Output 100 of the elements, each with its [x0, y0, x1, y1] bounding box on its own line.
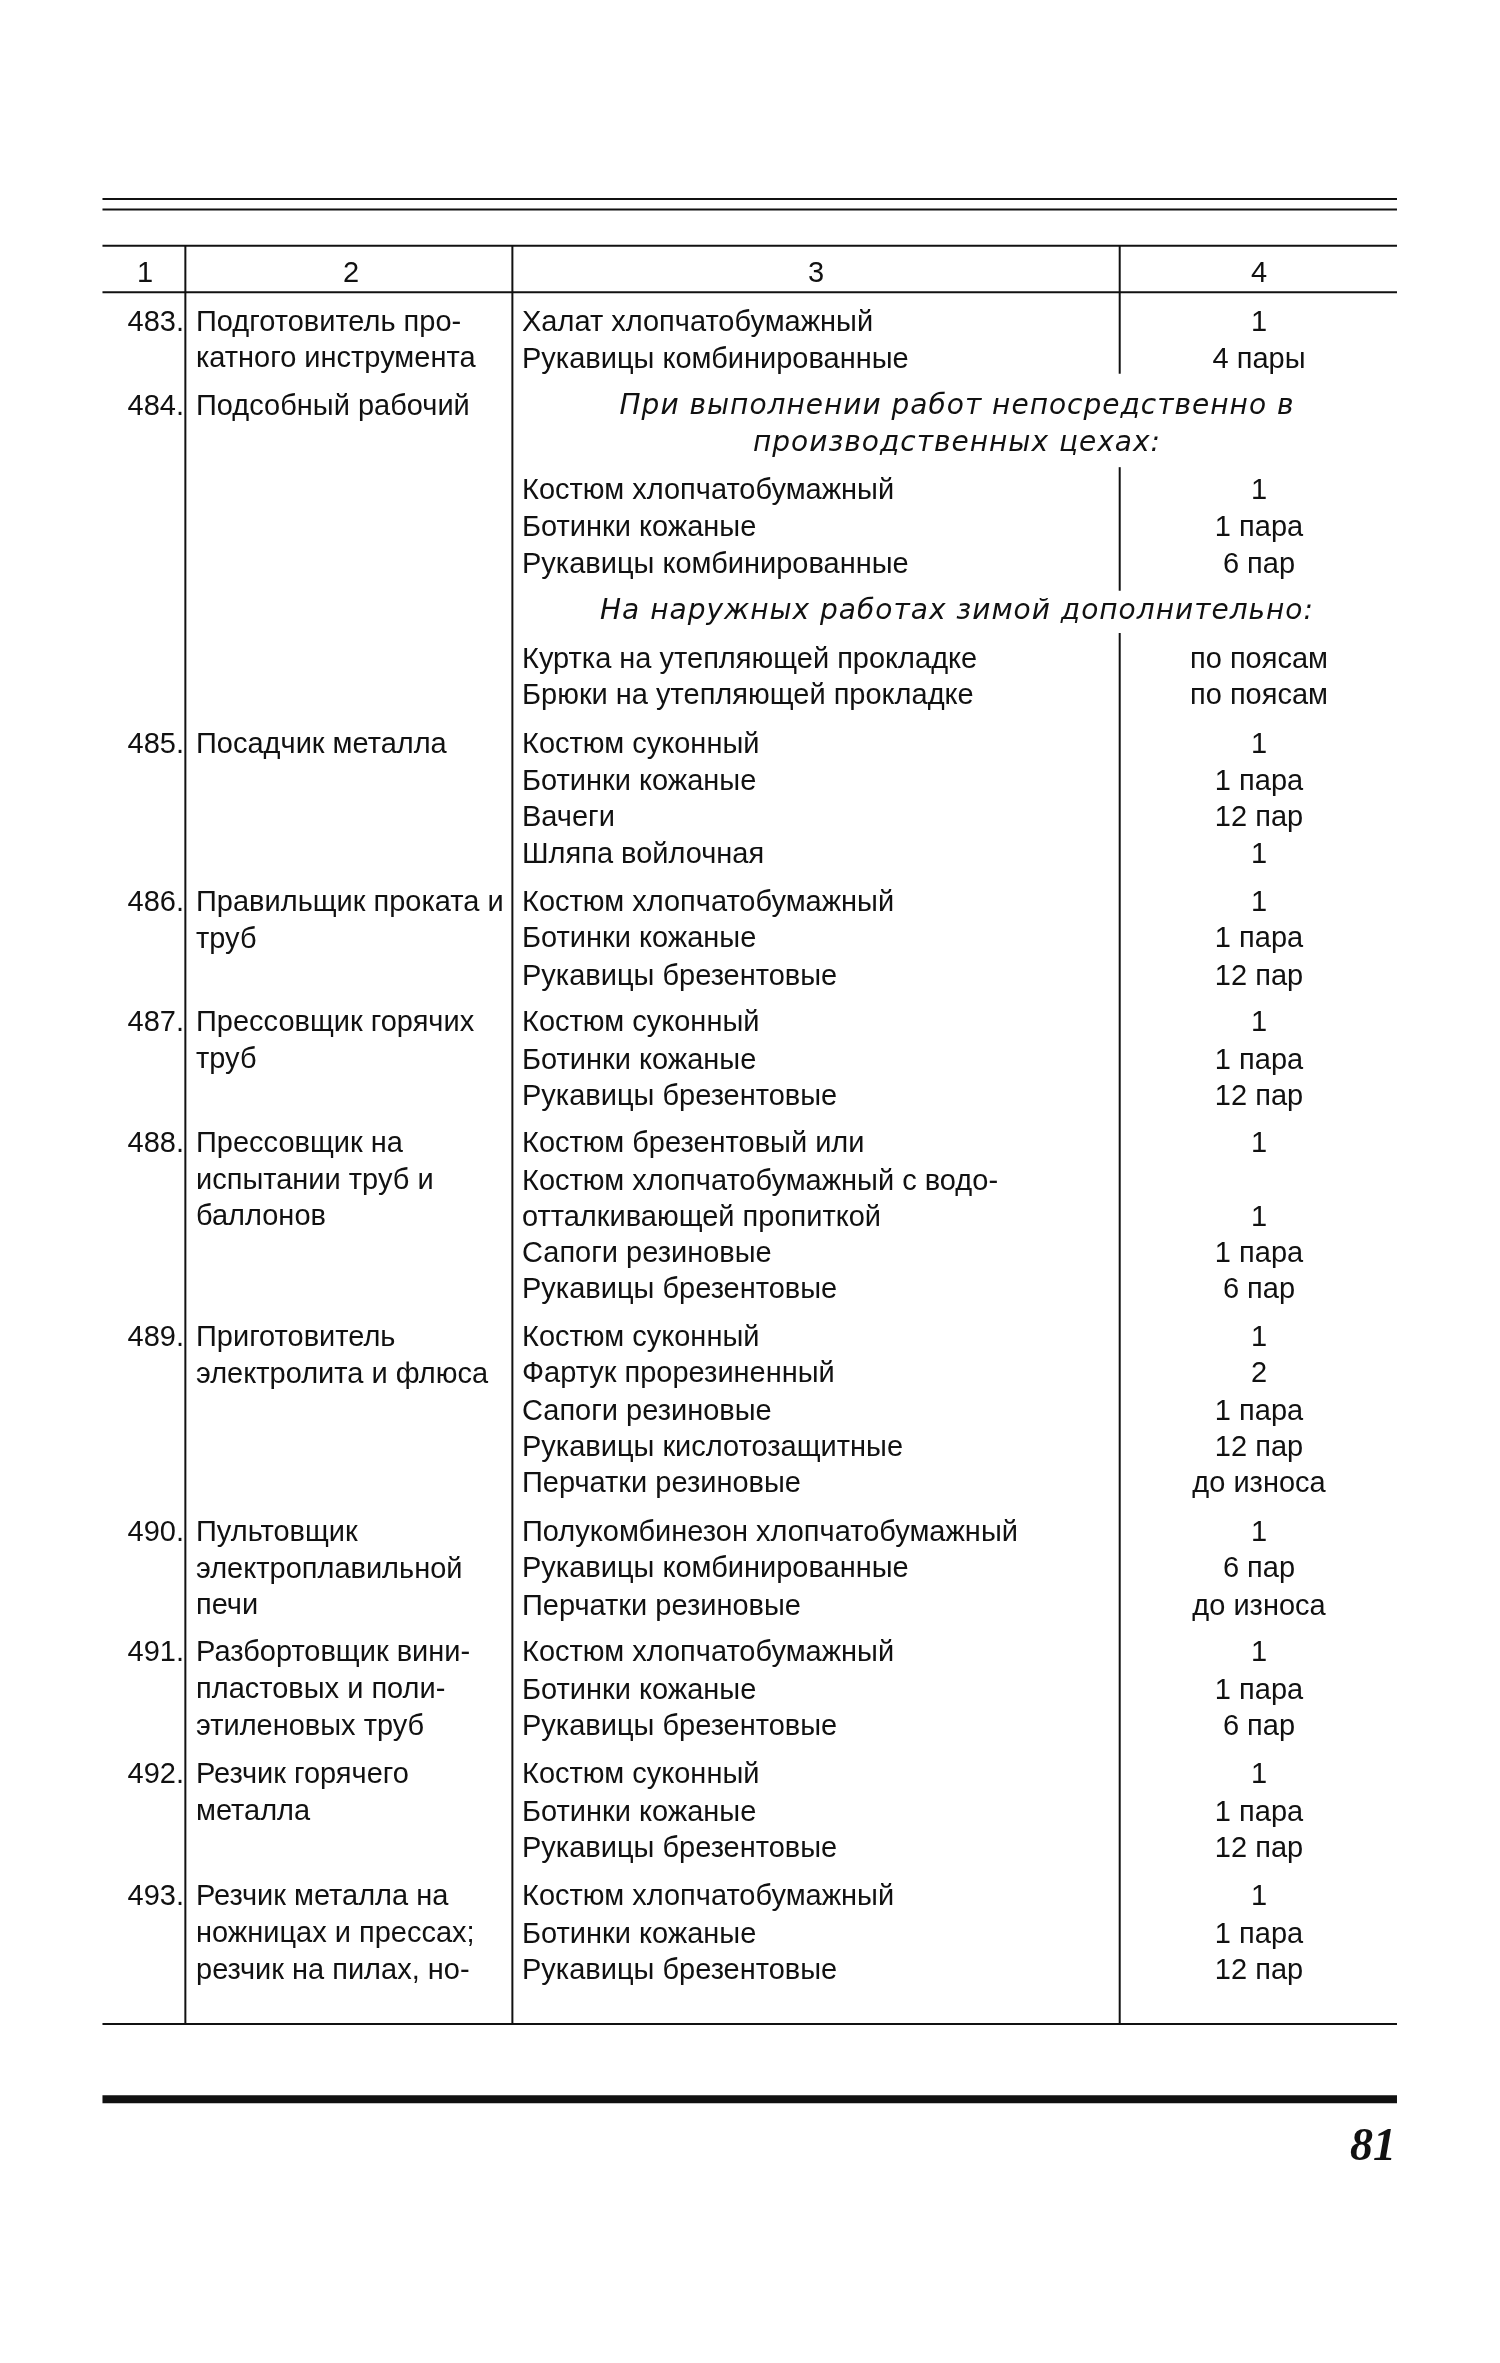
row-number: 493.: [126, 1878, 184, 1914]
item-name: Шляпа войлочная: [522, 835, 766, 871]
column-header: 4: [1249, 255, 1269, 291]
job-title: Подготовитель про- катного инструмента: [196, 303, 477, 376]
quantity: 1: [1249, 472, 1269, 508]
row-number: 483.: [126, 303, 184, 339]
item-name: Рукавицы комбинированные: [522, 546, 910, 582]
item-name: Костюм хлопчатобумажный с водо- отталкивающей пропиткой: [522, 1162, 1000, 1235]
item-name: Рукавицы комбинированные: [522, 1549, 910, 1585]
page-number: 81: [1349, 2120, 1396, 2170]
quantity: 1: [1249, 1513, 1269, 1549]
item-name: Рукавицы брезентовые: [522, 957, 839, 993]
quantity: 6 пар: [1221, 546, 1297, 582]
quantity: 1: [1249, 725, 1269, 761]
item-name: Брюки на утепляющей прокладке: [522, 677, 975, 713]
quantity: 12 пар: [1213, 799, 1305, 835]
item-name: Сапоги резиновые: [522, 1393, 773, 1429]
quantity: до износа: [1191, 1465, 1327, 1501]
item-name: Рукавицы брезентовые: [522, 1078, 839, 1114]
item-name: Ботинки кожаные: [522, 1042, 758, 1077]
quantity: 6 пар: [1221, 1549, 1297, 1585]
job-title: Прессовщик горячих труб: [196, 1004, 476, 1077]
item-name: Халат хлопчатобумажный: [522, 303, 875, 339]
row-number: 490.: [126, 1513, 184, 1549]
item-name: Костюм хлопчатобумажный: [522, 472, 896, 508]
item-name: Рукавицы брезентовые: [522, 1952, 839, 1988]
quantity: 1: [1249, 1198, 1269, 1234]
section-note: При выполнении работ непосредственно в производственных цехах:: [618, 386, 1296, 460]
column-header: 1: [135, 255, 155, 291]
item-name: Ботинки кожаные: [522, 763, 758, 799]
section-note: На наружных работах зимой дополнительно:: [599, 591, 1315, 628]
quantity: 1 пара: [1213, 919, 1305, 955]
item-name: Куртка на утепляющей прокладке: [522, 641, 979, 677]
job-title: Резчик горячего металла: [196, 1756, 410, 1829]
job-title: Пультовщик электроплавильной печи: [196, 1513, 464, 1623]
quantity: 1 пара: [1213, 1393, 1305, 1429]
job-title: Посадчик металла: [196, 725, 448, 761]
quantity: 12 пар: [1213, 1429, 1305, 1465]
quantity: 1: [1249, 883, 1269, 919]
item-name: Костюм суконный: [522, 725, 761, 761]
quantity: 2: [1249, 1355, 1269, 1391]
quantity: 1 пара: [1213, 1916, 1305, 1952]
item-name: Костюм суконный: [522, 1319, 761, 1355]
item-name: Ботинки кожаные: [522, 508, 758, 544]
item-name: Фартук прорезиненный: [522, 1355, 836, 1391]
quantity: 1: [1249, 1634, 1269, 1670]
row-number: 487.: [126, 1004, 184, 1040]
quantity: 1: [1249, 303, 1269, 339]
item-name: Костюм суконный: [522, 1004, 761, 1040]
job-title: Резчик металла на ножницах и прессах; резчик на пилах, но-: [196, 1878, 476, 1987]
job-title: Правильщик проката и труб: [196, 883, 505, 956]
quantity: по поясам: [1189, 641, 1329, 677]
quantity: 12 пар: [1213, 1830, 1305, 1866]
item-name: Рукавицы кислотозащитные: [522, 1429, 905, 1465]
quantity: 12 пар: [1213, 1078, 1305, 1114]
quantity: 1 пара: [1213, 763, 1305, 799]
job-title: Разбортовщик вини- пластовых и поли- этиленовых труб: [196, 1634, 472, 1743]
row-number: 491.: [126, 1634, 184, 1670]
quantity: 1 пара: [1213, 1042, 1305, 1077]
quantity: 1: [1249, 1878, 1269, 1914]
quantity: до износа: [1191, 1587, 1327, 1623]
column-header: 3: [806, 255, 826, 291]
row-number: 486.: [126, 883, 184, 919]
row-number: 484.: [126, 387, 184, 423]
item-name: Перчатки резиновые: [522, 1587, 802, 1623]
item-name: Костюм брезентовый или: [522, 1124, 866, 1160]
quantity: 6 пар: [1221, 1708, 1297, 1744]
row-number: 489.: [126, 1319, 184, 1355]
item-name: Рукавицы комбинированные: [522, 341, 910, 377]
item-name: Рукавицы брезентовые: [522, 1830, 839, 1866]
item-name: Полукомбинезон хлопчатобумажный: [522, 1513, 1019, 1549]
item-name: Ботинки кожаные: [522, 1916, 758, 1952]
job-title: Прессовщик на испытании труб и баллонов: [196, 1124, 435, 1234]
item-name: Костюм хлопчатобумажный: [522, 1878, 896, 1914]
item-name: Перчатки резиновые: [522, 1465, 802, 1501]
quantity: 12 пар: [1213, 957, 1305, 993]
item-name: Костюм суконный: [522, 1756, 761, 1792]
quantity: 1: [1249, 1319, 1269, 1355]
item-name: Ботинки кожаные: [522, 919, 758, 955]
job-title: Приготовитель электролита и флюса: [196, 1319, 490, 1392]
row-number: 488.: [126, 1124, 184, 1160]
quantity: 6 пар: [1221, 1271, 1297, 1307]
quantity: 1: [1249, 1756, 1269, 1792]
item-name: Рукавицы брезентовые: [522, 1708, 839, 1744]
quantity: 1: [1249, 1124, 1269, 1160]
quantity: 4 пары: [1211, 341, 1307, 377]
row-number: 485.: [126, 725, 184, 761]
quantity: 1 пара: [1213, 1671, 1305, 1707]
quantity: 1 пара: [1213, 1234, 1305, 1270]
quantity: 1: [1249, 835, 1269, 871]
item-name: Вачеги: [522, 799, 616, 835]
quantity: 1: [1249, 1004, 1269, 1040]
item-name: Ботинки кожаные: [522, 1671, 758, 1707]
item-name: Ботинки кожаные: [522, 1794, 758, 1829]
quantity: 1 пара: [1213, 508, 1305, 544]
item-name: Рукавицы брезентовые: [522, 1271, 839, 1307]
quantity: 1 пара: [1213, 1794, 1305, 1829]
item-name: Сапоги резиновые: [522, 1234, 773, 1270]
column-header: 2: [341, 255, 361, 291]
row-number: 492.: [126, 1756, 184, 1792]
